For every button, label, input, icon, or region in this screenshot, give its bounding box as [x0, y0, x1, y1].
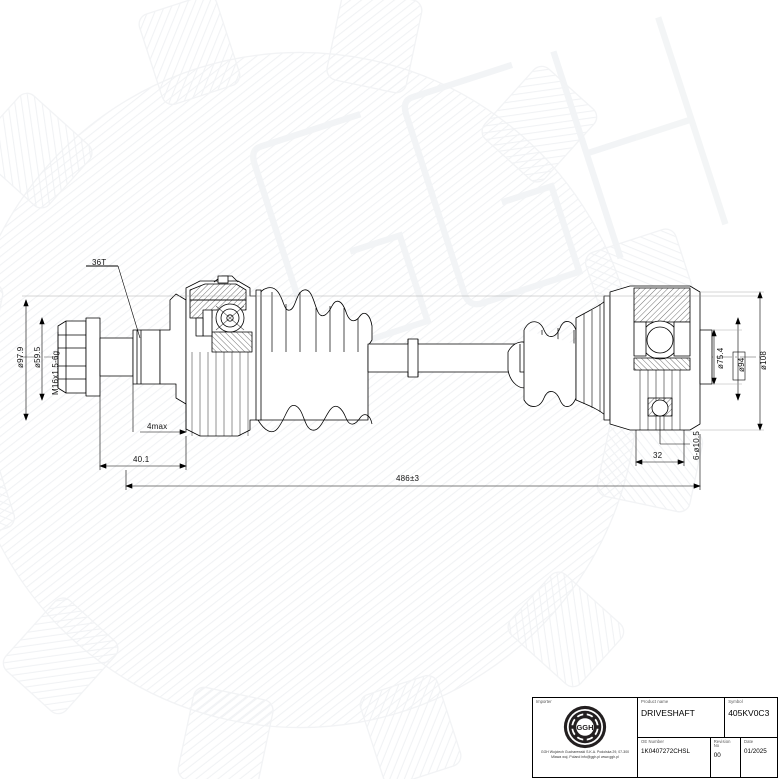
intermediate-shaft	[367, 338, 521, 378]
symbol-value: 405KV0C3	[728, 708, 770, 719]
product-name-cell: Product name DRIVESHAFT	[638, 698, 726, 737]
revision-value: 00	[713, 752, 721, 760]
title-block-fields: Product name DRIVESHAFT Symbol 405KV0C3 …	[638, 698, 777, 777]
title-block-row-oe: OE Number 1K0407272CHSL Revision No 00 D…	[638, 738, 777, 777]
callout-left-length-dim: 40.1	[133, 455, 150, 464]
callout-diameter-108: ø108	[759, 350, 768, 370]
symbol-header: Symbol	[728, 699, 743, 704]
callout-spline-teeth: 36T	[92, 258, 107, 267]
cv-boot-right	[507, 295, 611, 421]
cv-joint-flange-right	[609, 285, 713, 431]
callout-outer-diameter-97-9: ø97.9	[16, 346, 25, 368]
title-block-importer-cell: Importer	[533, 698, 638, 777]
importer-address: GGH Wojciech Gucharewski S.K.A. Podolska…	[540, 750, 630, 760]
symbol-cell: Symbol 405KV0C3	[725, 698, 777, 737]
callout-thread-spec: M16x1.5-6g	[51, 350, 60, 395]
oe-number-cell: OE Number 1K0407272CHSL	[638, 738, 711, 777]
company-logo-icon: GGH	[563, 706, 607, 749]
product-name-value: DRIVESHAFT	[641, 708, 695, 719]
callout-bolt-circle-holes: 6-ø10.5	[692, 431, 701, 460]
logo-brand-text: GGH	[576, 723, 593, 732]
oe-number-header: OE Number	[641, 739, 665, 744]
callout-overall-length: 486±3	[396, 474, 420, 483]
date-cell: Date 01/2025	[741, 738, 777, 777]
date-header: Date	[743, 739, 754, 744]
callout-flange-thickness: 32	[653, 451, 663, 460]
callout-shaft-step-dim: 4max	[147, 422, 168, 431]
title-block: Importer	[532, 697, 778, 778]
callout-diameter-75-4: ø75.4	[716, 347, 725, 369]
importer-header: Importer	[536, 699, 552, 704]
callout-diameter-94: ø94	[737, 357, 746, 372]
oe-number-value: 1K0407272CHSL	[641, 748, 691, 756]
cv-boot-left	[255, 287, 373, 432]
revision-cell: Revision No 00	[711, 738, 741, 777]
revision-header: Revision No	[713, 739, 731, 749]
callout-diameter-59-5: ø59.5	[33, 346, 42, 368]
title-block-row-product: Product name DRIVESHAFT Symbol 405KV0C3	[638, 698, 777, 738]
shaft-left-threaded-end	[57, 317, 161, 397]
product-name-header: Product name	[641, 699, 669, 704]
cv-joint-outer-left	[159, 275, 259, 437]
dimension-lines	[22, 265, 764, 490]
date-value: 01/2025	[743, 748, 767, 756]
